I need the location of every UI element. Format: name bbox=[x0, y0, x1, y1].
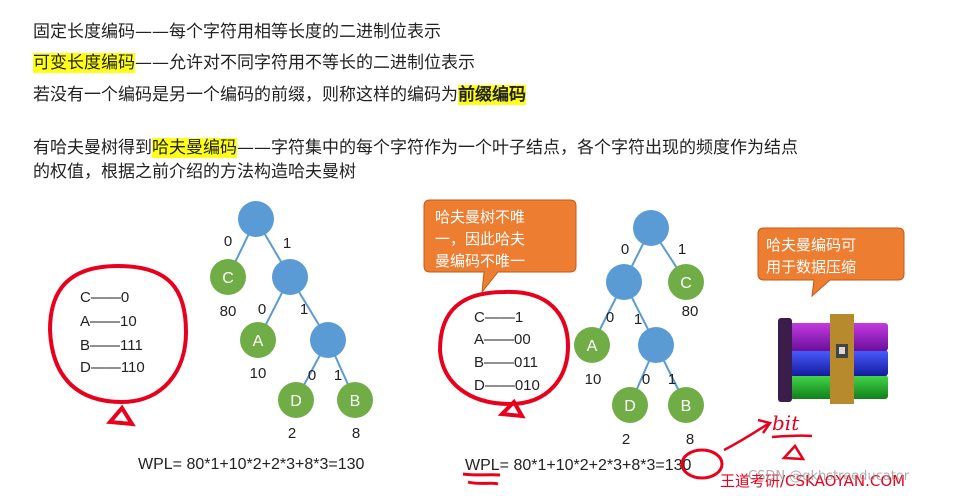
tree1-code-d: D——110 bbox=[80, 359, 145, 376]
tree2-code-d: D——010 bbox=[474, 377, 540, 394]
tree1-edge-label: 0 bbox=[224, 233, 232, 250]
annotation-red-mark bbox=[781, 443, 806, 461]
tree2-edge-label: 0 bbox=[621, 241, 629, 258]
callout-right-line: 用于数据压缩 bbox=[766, 258, 856, 276]
tree2-edge-label: 0 bbox=[606, 309, 614, 326]
definition-huffman-code: 有哈夫曼树得到哈夫曼编码——字符集中的每个字符作为一个叶子结点，各个字符出现的频… bbox=[33, 137, 798, 159]
tree2-leaf-a bbox=[574, 327, 610, 363]
tree2-edge-label: 1 bbox=[678, 241, 686, 258]
tree1-red-circle bbox=[47, 263, 189, 405]
tree2-wpl-value-circle bbox=[680, 448, 724, 480]
callout-left-line: 曼编码不唯一 bbox=[435, 252, 525, 270]
tree2-weight-a: 10 bbox=[585, 371, 602, 388]
tree1-edge-label: 0 bbox=[308, 367, 316, 384]
tree2-wpl-value: 130 bbox=[665, 457, 692, 474]
annotation-arrow-head bbox=[757, 418, 773, 434]
definition-variable-length-text: ——允许对不同字符用不等长的二进制位表示 bbox=[135, 53, 475, 73]
annotation-bit: bit bbox=[772, 411, 800, 435]
term-huffman-code: 哈夫曼编码 bbox=[152, 138, 237, 158]
tree2-wpl-prefix: WPL bbox=[465, 457, 500, 474]
definition-prefix-code-text: 若没有一个编码是另一个编码的前缀，则称这样的编码为 bbox=[33, 85, 458, 105]
tree2-weight-d: 2 bbox=[622, 431, 630, 448]
definition-variable-length: 可变长度编码——允许对不同字符用不等长的二进制位表示 bbox=[33, 52, 475, 74]
tree2-leaf-b bbox=[668, 387, 704, 423]
annotation-arrow bbox=[723, 422, 769, 452]
tree1-code-b: B——111 bbox=[80, 337, 143, 354]
tree2-weight-b: 8 bbox=[686, 431, 694, 448]
definition-huffman-code-pre: 有哈夫曼树得到 bbox=[33, 138, 152, 158]
tree2-edge-label: 0 bbox=[642, 371, 650, 388]
tree2-leaf-b-label: B bbox=[681, 398, 692, 415]
callout-compression bbox=[757, 227, 905, 298]
watermark: 王道考研/CSKAOYAN.COM bbox=[720, 472, 905, 490]
definition-huffman-code-rest: ——字符集中的每个字符作为一个叶子结点，各个字符出现的频度作为结点 bbox=[237, 138, 798, 158]
tree2-wpl-underline bbox=[462, 472, 501, 477]
tree1-edge-label: 0 bbox=[258, 301, 266, 318]
tree1-root-node bbox=[238, 201, 274, 237]
tree1-edge-label: 1 bbox=[300, 301, 308, 318]
tree2-wpl: WPL= 80*1+10*2+2*3+8*3=130 bbox=[465, 457, 692, 474]
tree1-code-c: C——0 bbox=[80, 289, 129, 306]
tree2-red-mark bbox=[497, 398, 526, 419]
tree1-weight-d: 2 bbox=[288, 425, 296, 442]
tree1-leaf-b-label: B bbox=[350, 393, 361, 410]
tree2-weight-c: 80 bbox=[682, 303, 699, 320]
tree2-code-b: B——011 bbox=[474, 354, 538, 371]
tree2-internal-node bbox=[606, 264, 642, 300]
tree2-leaf-c bbox=[668, 264, 704, 300]
callout-left-line: 哈夫曼树不唯 bbox=[435, 208, 525, 226]
tree2-leaf-a-label: A bbox=[587, 338, 598, 355]
annotation-fraction-bar bbox=[771, 434, 813, 439]
tree1-leaf-b bbox=[337, 382, 373, 418]
tree1-wpl: WPL= 80*1+10*2+2*3+8*3=130 bbox=[138, 456, 365, 473]
tree1-leaf-c bbox=[210, 259, 246, 295]
tree1-weight-a: 10 bbox=[250, 365, 267, 382]
definition-huffman-code-cont: 的权值，根据之前介绍的方法构造哈夫曼树 bbox=[33, 162, 356, 182]
callout-right-line: 哈夫曼编码可 bbox=[766, 236, 856, 254]
tree1-code-a: A——10 bbox=[80, 313, 137, 330]
archive-icon bbox=[778, 314, 888, 404]
tree1-edge-label: 1 bbox=[283, 235, 291, 252]
tree2-leaf-d-label: D bbox=[624, 398, 636, 415]
tree1-leaf-c-label: C bbox=[222, 270, 234, 287]
tree1-leaf-d-label: D bbox=[290, 393, 302, 410]
tree1-leaf-a-label: A bbox=[253, 333, 264, 350]
callout-tree-not-unique bbox=[423, 199, 577, 294]
tree2-leaf-c-label: C bbox=[680, 275, 692, 292]
tree2-wpl-underline bbox=[467, 480, 499, 486]
watermark-overlay: CSDN @qkhstreeducator bbox=[748, 469, 910, 484]
tree2-internal-node bbox=[638, 327, 674, 363]
tree1-weight-c: 80 bbox=[220, 303, 237, 320]
tree2-edge-label: 1 bbox=[634, 311, 642, 328]
tree1-internal-node bbox=[272, 259, 308, 295]
tree1-red-mark bbox=[105, 404, 136, 427]
tree2-edge-label: 1 bbox=[668, 371, 676, 388]
tree1-edge-label: 1 bbox=[334, 367, 342, 384]
tree2-code-c: C——1 bbox=[474, 309, 523, 326]
callout-left-line: 一，因此哈夫 bbox=[435, 230, 525, 248]
tree2-wpl-formula: = 80*1+10*2+2*3+8*3= bbox=[500, 457, 665, 474]
definition-prefix-code: 若没有一个编码是另一个编码的前缀，则称这样的编码为前缀编码 bbox=[33, 84, 526, 106]
tree1-internal-node bbox=[310, 322, 346, 358]
tree2-leaf-d bbox=[612, 387, 648, 423]
tree1-weight-b: 8 bbox=[352, 425, 360, 442]
tree2-root-node bbox=[633, 210, 669, 246]
tree1-leaf-d bbox=[278, 382, 314, 418]
term-prefix-code: 前缀编码 bbox=[458, 85, 526, 105]
tree1-leaf-a bbox=[240, 322, 276, 358]
definition-fixed-length: 固定长度编码——每个字符用相等长度的二进制位表示 bbox=[33, 22, 441, 42]
tree2-code-a: A——00 bbox=[474, 331, 531, 348]
term-variable-length: 可变长度编码 bbox=[33, 53, 135, 73]
